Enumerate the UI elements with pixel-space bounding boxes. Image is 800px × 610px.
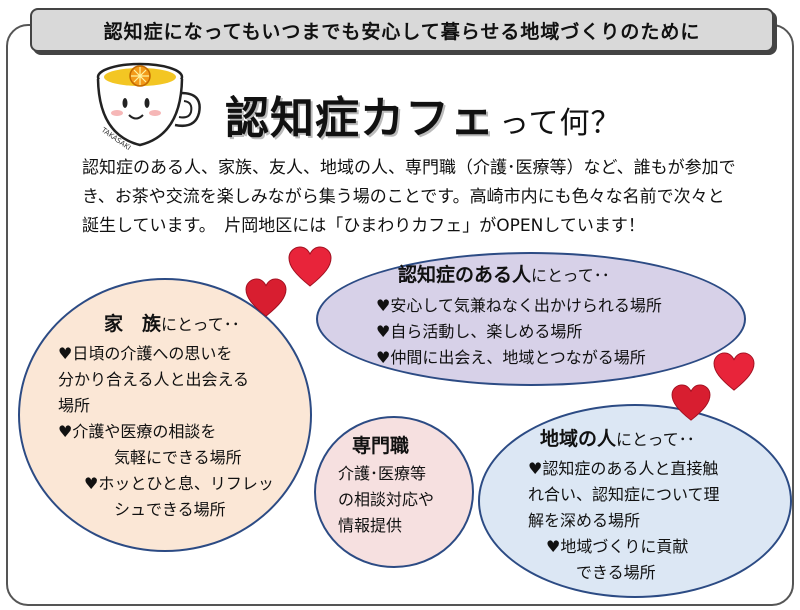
list-line: ♥介護や医療の相談を: [58, 422, 217, 441]
family-heading: 家 族: [104, 313, 162, 335]
family-bubble-list: ♥日頃の介護への思いを 分かり合える人と出会える 場所 ♥介護や医療の相談を 気…: [58, 341, 274, 523]
person-bubble-list: ♥安心して気兼ねなく出かけられる場所 ♥自ら活動し、楽しめる場所 ♥仲間に出会え…: [376, 293, 662, 371]
list-line: 場所: [58, 396, 91, 415]
list-line: 解を深める場所: [528, 511, 641, 530]
list-line: れ合い、認知症について理: [528, 485, 720, 504]
list-line: ♥地域づくりに貢献: [546, 537, 689, 556]
family-heading-rest: にとって･･: [161, 315, 240, 334]
heart-icon: [245, 278, 287, 317]
family-bubble-heading: 家 族にとって･･: [104, 311, 240, 338]
family-bubble: [18, 278, 312, 552]
intro-line: 誕生しています。 片岡地区には「ひまわりカフェ」がOPENしています！: [82, 216, 645, 236]
intro-text: 認知症のある人、家族、友人、地域の人、専門職（介護･医療等）など、誰もが参加で …: [82, 154, 782, 241]
professional-bubble-heading: 専門職: [352, 433, 409, 460]
page-title: 認知症カフェって何？: [225, 82, 622, 146]
list-line: シュできる場所: [114, 500, 226, 519]
title-main: 認知症カフェ: [225, 93, 495, 144]
list-line: できる場所: [576, 563, 656, 582]
list-item: ♥自ら活動し、楽しめる場所: [376, 322, 583, 341]
list-line: ♥ホッとひと息、リフレッ: [84, 474, 274, 493]
list-line: 介護･医療等: [338, 464, 427, 483]
heart-icon: [288, 246, 332, 287]
list-item: ♥仲間に出会え、地域とつながる場所: [376, 348, 646, 367]
person-bubble-heading: 認知症のある人にとって･･: [398, 262, 610, 289]
professional-bubble-list: 介護･医療等 の相談対応や 情報提供: [338, 461, 434, 539]
community-bubble-heading: 地域の人にとって･･: [540, 426, 695, 453]
intro-line: 認知症のある人、家族、友人、地域の人、専門職（介護･医療等）など、誰もが参加で: [82, 158, 736, 178]
community-heading-rest: にとって･･: [616, 430, 695, 449]
list-line: の相談対応や: [338, 490, 435, 509]
person-with-dementia-bubble: [316, 252, 746, 386]
intro-line: き、お茶や交流を楽しみながら集う場のことです。高崎市内にも色々な名前で次々と: [82, 187, 725, 207]
person-heading-rest: にとって･･: [531, 266, 610, 285]
community-heading: 地域の人: [540, 428, 617, 450]
list-item: ♥安心して気兼ねなく出かけられる場所: [376, 296, 662, 315]
heart-icon: [671, 384, 711, 421]
person-heading: 認知症のある人: [398, 264, 532, 286]
community-bubble-list: ♥認知症のある人と直接触 れ合い、認知症について理 解を深める場所 ♥地域づくり…: [528, 456, 720, 586]
professional-heading: 専門職: [352, 435, 410, 457]
list-line: 気軽にできる場所: [114, 448, 242, 467]
list-line: 分かり合える人と出会える: [58, 370, 250, 389]
professional-bubble: [314, 416, 474, 568]
coffee-cup-mascot-icon: TAKASAKI: [96, 62, 201, 152]
banner: 認知症になってもいつまでも安心して暮らせる地域づくりのために: [30, 8, 774, 52]
list-line: ♥日頃の介護への思いを: [58, 344, 233, 363]
community-bubble: [478, 404, 792, 598]
title-sub: って何？: [499, 106, 622, 141]
list-line: 情報提供: [338, 516, 403, 535]
heart-icon: [713, 352, 755, 391]
list-line: ♥認知症のある人と直接触: [528, 459, 719, 478]
